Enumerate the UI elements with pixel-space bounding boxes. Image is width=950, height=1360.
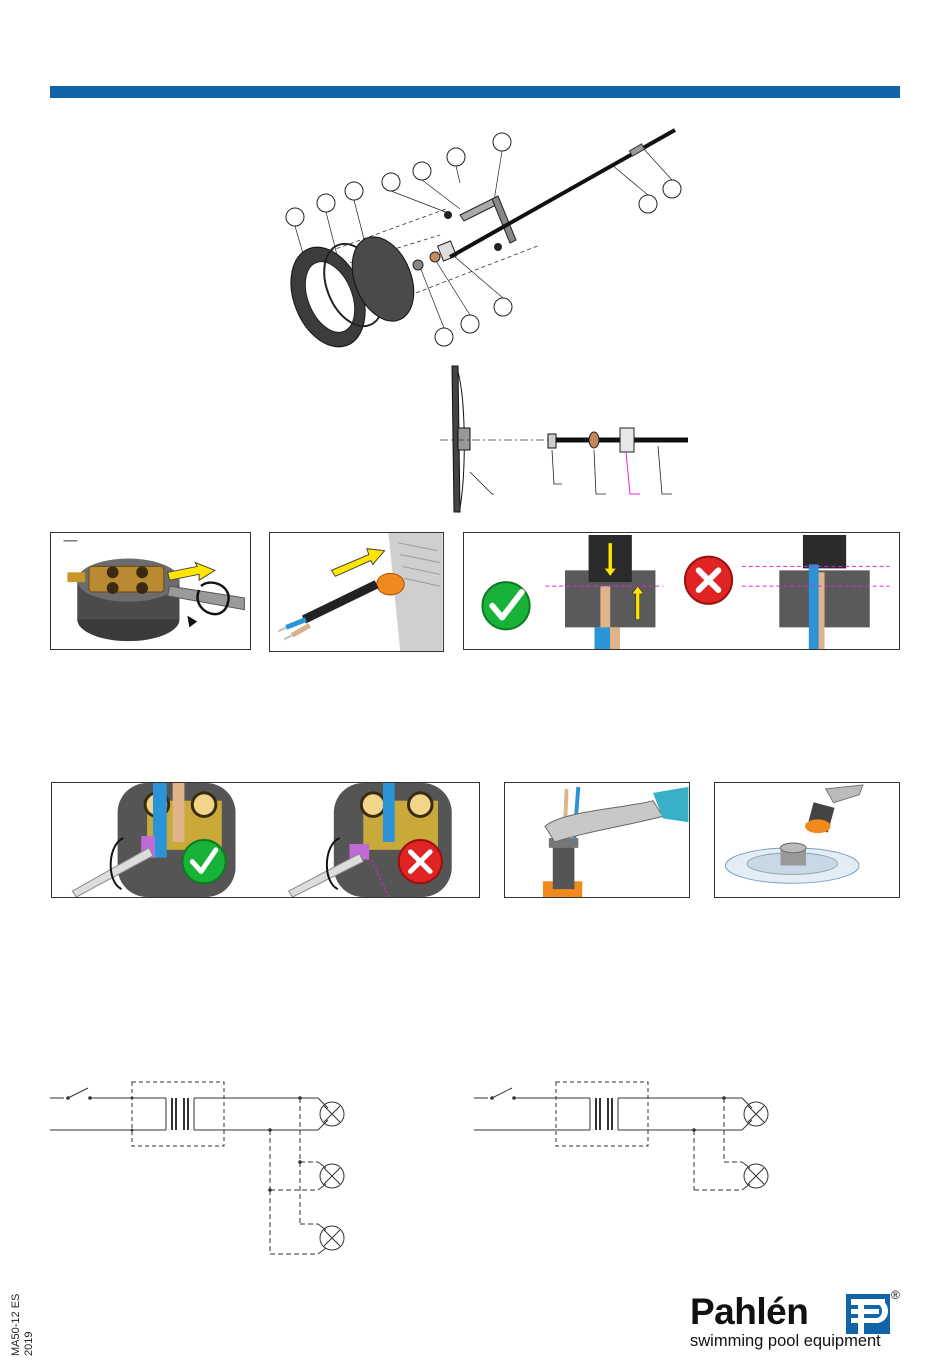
incorrect-tightening-diagram xyxy=(289,783,452,897)
incorrect-seal-diagram xyxy=(742,535,889,649)
side-view-diagram xyxy=(436,362,696,514)
panel-seal-check xyxy=(463,532,900,650)
brand-tagline: swimming pool equipment xyxy=(690,1332,881,1350)
cross-icon xyxy=(685,557,732,604)
doc-year-text: 2019 xyxy=(23,1294,36,1356)
check-icon xyxy=(482,582,529,629)
correct-tightening-diagram xyxy=(72,783,235,897)
panel-tighten-terminal xyxy=(51,782,480,898)
panel-terminal-screw xyxy=(50,532,251,650)
brand-logo: Pahlén ® swimming pool equipment xyxy=(690,1292,900,1352)
panel-cable-insert xyxy=(269,532,444,652)
transformer-symbol-icon xyxy=(596,1098,612,1130)
callout-marker xyxy=(493,133,511,151)
transformer-symbol-icon xyxy=(172,1098,188,1130)
brand-mark-icon xyxy=(846,1294,890,1334)
document-code: MA50-12 ES 2019 xyxy=(10,1294,36,1356)
switch-symbol-icon xyxy=(492,1088,512,1098)
panel-clamp-tool xyxy=(504,782,690,898)
wiring-diagram-three-lamps xyxy=(48,1078,348,1258)
wiring-diagram-two-lamps xyxy=(472,1078,772,1198)
lamp-symbol-icon xyxy=(744,1102,768,1126)
registered-mark: ® xyxy=(891,1288,900,1302)
exploded-view-diagram xyxy=(270,125,710,350)
doc-code-text: MA50-12 ES xyxy=(10,1294,23,1356)
panel-fit-to-niche xyxy=(714,782,900,898)
switch-symbol-icon xyxy=(68,1088,88,1098)
brand-name: Pahlén xyxy=(690,1292,808,1332)
header-accent-bar xyxy=(50,86,900,98)
correct-seal-diagram xyxy=(545,535,663,649)
lamp-symbol-icon xyxy=(320,1102,344,1126)
